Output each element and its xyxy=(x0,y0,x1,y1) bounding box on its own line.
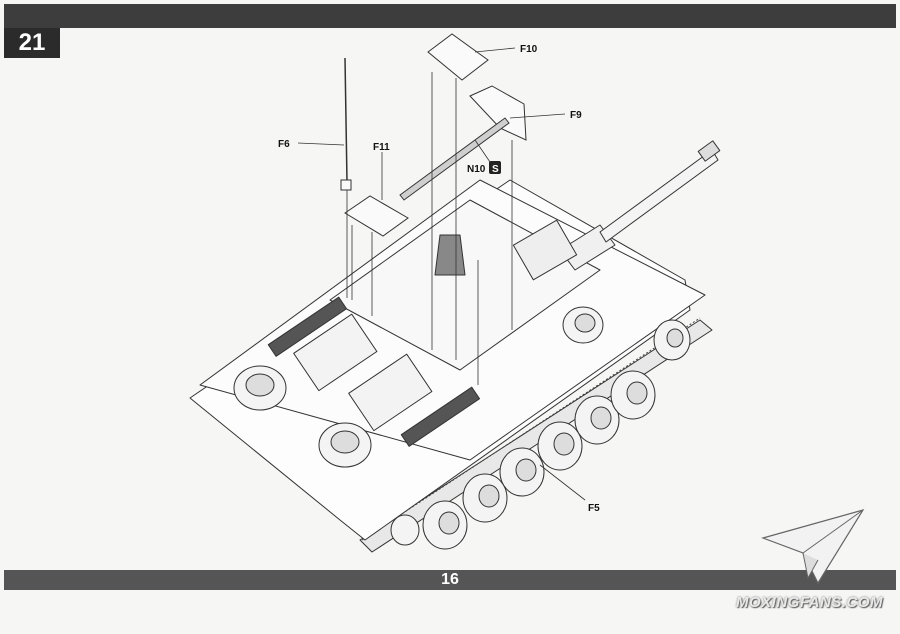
page-number: 16 xyxy=(441,571,459,588)
label-f9: F9 xyxy=(570,110,582,121)
idler-wheel xyxy=(653,319,691,361)
header-bar xyxy=(4,4,896,28)
sprocket-wheel xyxy=(390,514,420,546)
road-wheel xyxy=(537,421,583,471)
spare-wheel xyxy=(318,422,372,468)
part-f6-antenna xyxy=(344,57,348,183)
spare-wheel xyxy=(233,365,287,411)
gun-barrel xyxy=(599,149,719,243)
part-n10-mg xyxy=(399,117,510,201)
watermark: MOXINGFANS.COM xyxy=(736,594,884,611)
label-f10: F10 xyxy=(520,44,538,55)
gun-mantlet xyxy=(559,224,616,271)
road-wheel xyxy=(462,473,508,523)
label-f5: F5 xyxy=(588,503,600,514)
badge-n10: S xyxy=(492,164,499,175)
part-f10-plate xyxy=(427,33,489,81)
label-n10: N10 xyxy=(467,164,486,175)
road-wheel xyxy=(422,500,468,550)
label-f11: F11 xyxy=(373,142,390,153)
part-f9-plate xyxy=(469,85,527,141)
part-f11-plate xyxy=(344,195,409,237)
footer-bar xyxy=(4,570,896,590)
road-wheel xyxy=(574,395,620,445)
paper-plane-icon xyxy=(761,509,865,585)
road-wheel xyxy=(499,447,545,497)
road-wheel xyxy=(610,370,656,420)
step-number: 21 xyxy=(4,28,60,58)
spare-wheel xyxy=(562,306,604,344)
label-f6: F6 xyxy=(278,139,290,150)
